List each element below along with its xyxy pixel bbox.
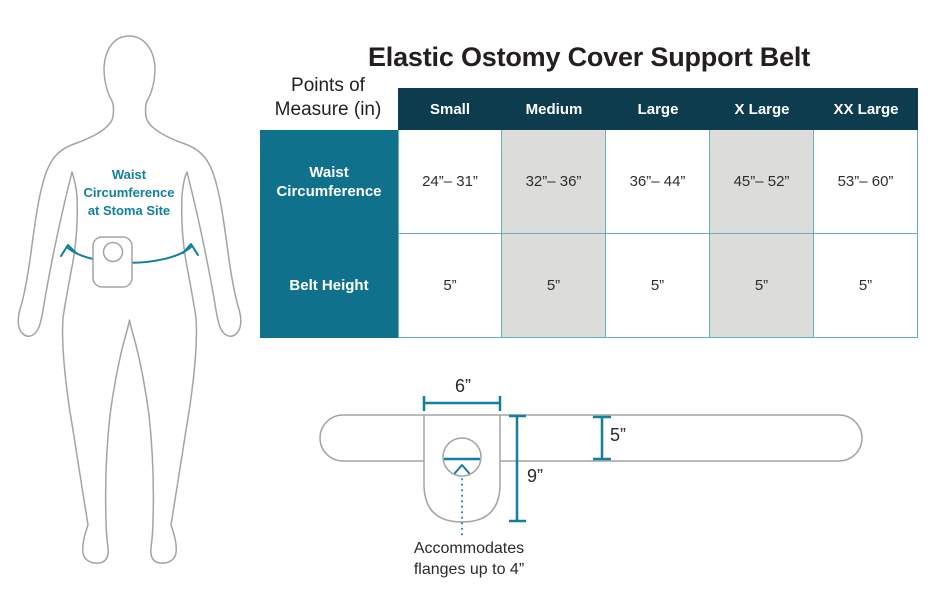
- flange-hole: [442, 437, 482, 477]
- cell-height-large: 5”: [606, 234, 710, 338]
- cell-waist-large: 36”– 44”: [606, 130, 710, 234]
- cell-waist-small: 24”– 31”: [398, 130, 502, 234]
- waist-circumference-annotation: Waist Circumference at Stoma Site: [40, 166, 218, 220]
- points-of-measure-label: Points of Measure (in): [258, 74, 398, 122]
- flange-accommodation-note: Accommodates flanges up to 4”: [378, 538, 560, 580]
- table-corner-spacer: [260, 88, 398, 130]
- page-title: Elastic Ostomy Cover Support Belt: [368, 42, 810, 72]
- cell-waist-medium: 32”– 36”: [502, 130, 606, 234]
- waist-arrow-right-head-icon: [182, 243, 199, 256]
- flange-note-line1: Accommodates: [413, 540, 525, 557]
- column-header-x-large: X Large: [710, 88, 814, 130]
- column-header-small: Small: [398, 88, 502, 130]
- points-of-measure-line1: Points of: [291, 75, 365, 96]
- waist-annotation-line1: Waist: [111, 167, 147, 182]
- size-table: Small Medium Large X Large XX Large Wais…: [260, 88, 918, 338]
- flange-pointer-chevron-icon: [454, 464, 470, 474]
- waist-annotation-line3: at Stoma Site: [87, 203, 171, 218]
- cell-waist-xx-large: 53”– 60”: [814, 130, 918, 234]
- cell-waist-x-large: 45”– 52”: [710, 130, 814, 234]
- row-label-waist-circumference: Waist Circumference: [260, 130, 398, 234]
- measure-9in-line: [509, 414, 526, 523]
- points-of-measure-line2: Measure (in): [274, 99, 382, 120]
- column-header-xx-large: XX Large: [814, 88, 918, 130]
- column-header-medium: Medium: [502, 88, 606, 130]
- cell-height-x-large: 5”: [710, 234, 814, 338]
- ostomy-pouch-flange-icon: [102, 241, 124, 263]
- row-label-belt-height: Belt Height: [260, 234, 398, 338]
- cell-height-medium: 5”: [502, 234, 606, 338]
- cell-height-small: 5”: [398, 234, 502, 338]
- body-outline: [17, 35, 242, 564]
- column-header-large: Large: [606, 88, 710, 130]
- flange-note-line2: flanges up to 4”: [413, 561, 525, 578]
- flap-height-dimension: 9”: [527, 466, 544, 486]
- flap-width-dimension: 6”: [454, 376, 471, 396]
- cell-height-xx-large: 5”: [814, 234, 918, 338]
- belt-flap-outline: [423, 414, 501, 523]
- belt-height-dimension: 5”: [610, 425, 627, 445]
- belt-shape: [319, 414, 863, 462]
- waist-arrow-left-head-icon: [60, 244, 77, 257]
- measure-6in-line: [422, 396, 502, 411]
- measure-5in-line: [593, 415, 611, 461]
- waist-annotation-line2: Circumference: [83, 185, 175, 200]
